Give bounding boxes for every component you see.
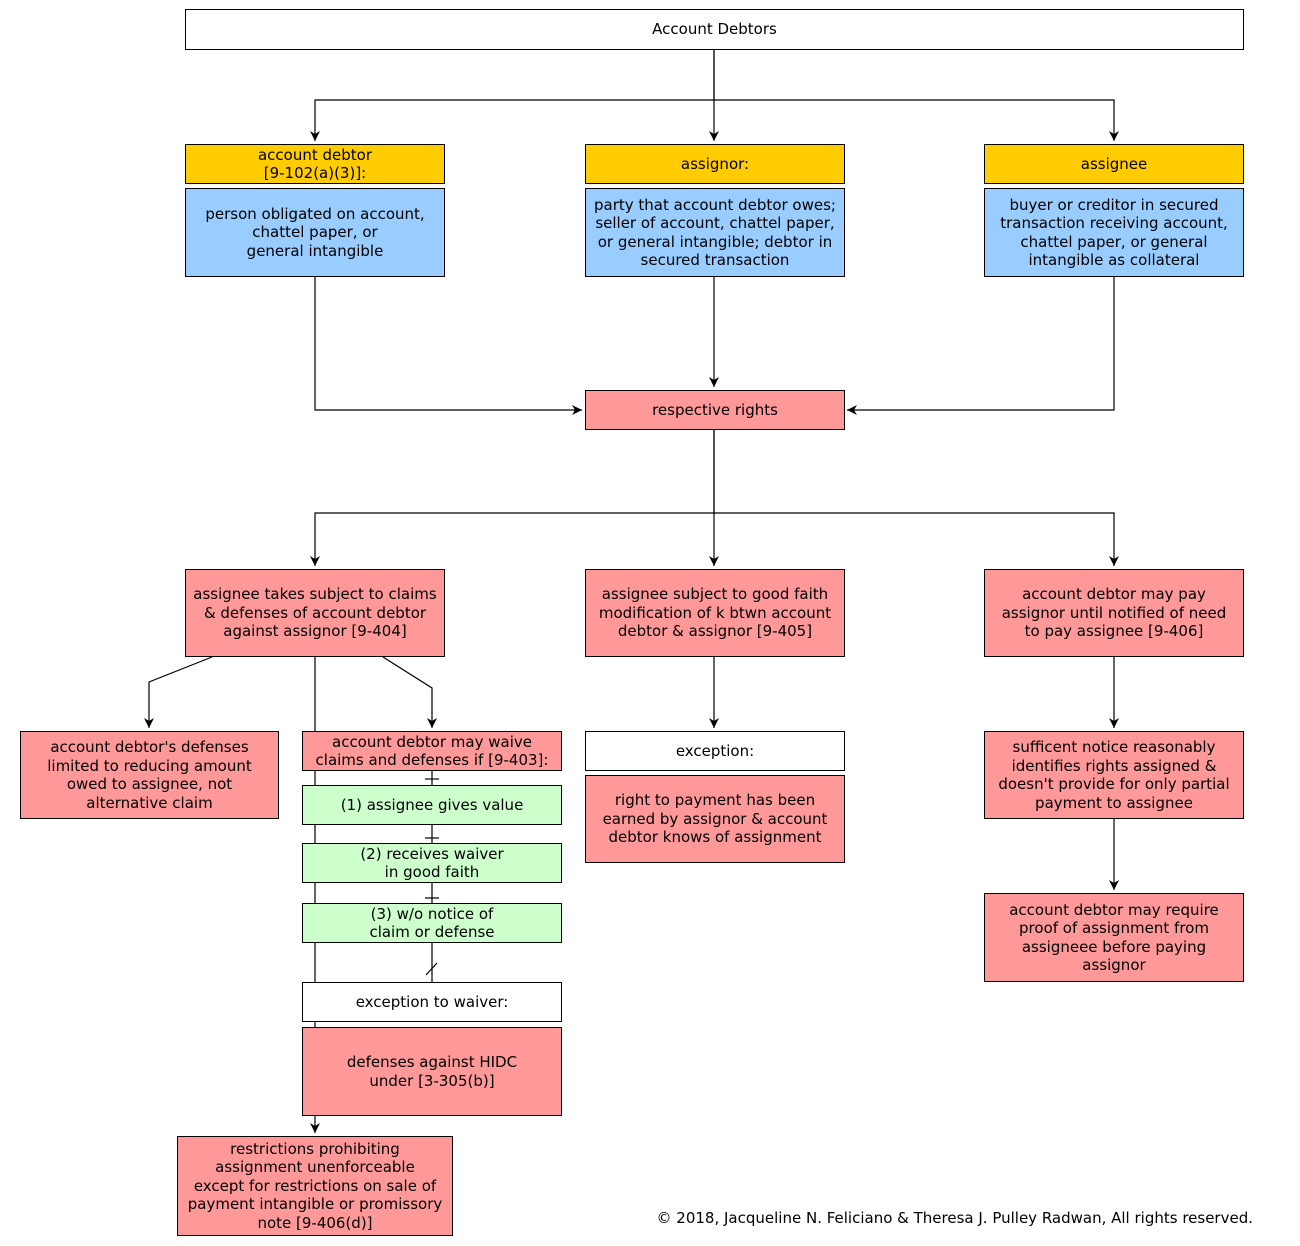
respective-rights-box: respective rights [585, 390, 845, 430]
exception-to-waiver-text: defenses against HIDC under [3-305(b)] [302, 1027, 562, 1116]
rule-9-405-box: assignee subject to good faith modificat… [585, 569, 845, 657]
rule-9-404-box: assignee takes subject to claims & defen… [185, 569, 445, 657]
assignor-label: assignor: [585, 144, 845, 184]
exception-to-waiver-label: exception to waiver: [302, 982, 562, 1022]
connector-9-404-to-defenses-limited [144, 656, 213, 728]
assignor-definition: party that account debtor owes; seller o… [585, 188, 845, 277]
connector-rights-to-9-406 [714, 512, 1119, 566]
connector-title-to-assignee [714, 99, 1119, 141]
connector-assignee-to-rights [847, 277, 1115, 415]
exception-slash-tick [425, 962, 438, 976]
connector-9-404-to-waive [382, 656, 437, 728]
restrictions-box: restrictions prohibiting assignment unen… [177, 1136, 453, 1236]
waiver-condition-1: (1) assignee gives value [302, 785, 562, 825]
defenses-limited-box: account debtor's defenses limited to red… [20, 731, 279, 819]
exception-text-9-405: right to payment has been earned by assi… [585, 775, 845, 863]
sufficient-notice-box: sufficent notice reasonably identifies r… [984, 731, 1244, 819]
title-box: Account Debtors [185, 9, 1244, 50]
connector-rights-to-9-404 [310, 430, 715, 566]
account-debtor-definition: person obligated on account, chattel pap… [185, 188, 445, 277]
connector-account-debtor-to-rights [314, 277, 582, 415]
rule-9-406-box: account debtor may pay assignor until no… [984, 569, 1244, 657]
exception-label-9-405: exception: [585, 731, 845, 771]
connector-title-to-account-debtor [310, 50, 715, 141]
waiver-condition-2: (2) receives waiver in good faith [302, 843, 562, 883]
account-debtor-label: account debtor [9-102(a)(3)]: [185, 144, 445, 184]
waiver-condition-3: (3) w/o notice of claim or defense [302, 903, 562, 943]
copyright-notice: © 2018, Jacqueline N. Feliciano & Theres… [656, 1209, 1253, 1227]
assignee-definition: buyer or creditor in secured transaction… [984, 188, 1244, 277]
proof-of-assignment-box: account debtor may require proof of assi… [984, 893, 1244, 982]
waiver-box: account debtor may waive claims and defe… [302, 731, 562, 771]
assignee-label: assignee [984, 144, 1244, 184]
